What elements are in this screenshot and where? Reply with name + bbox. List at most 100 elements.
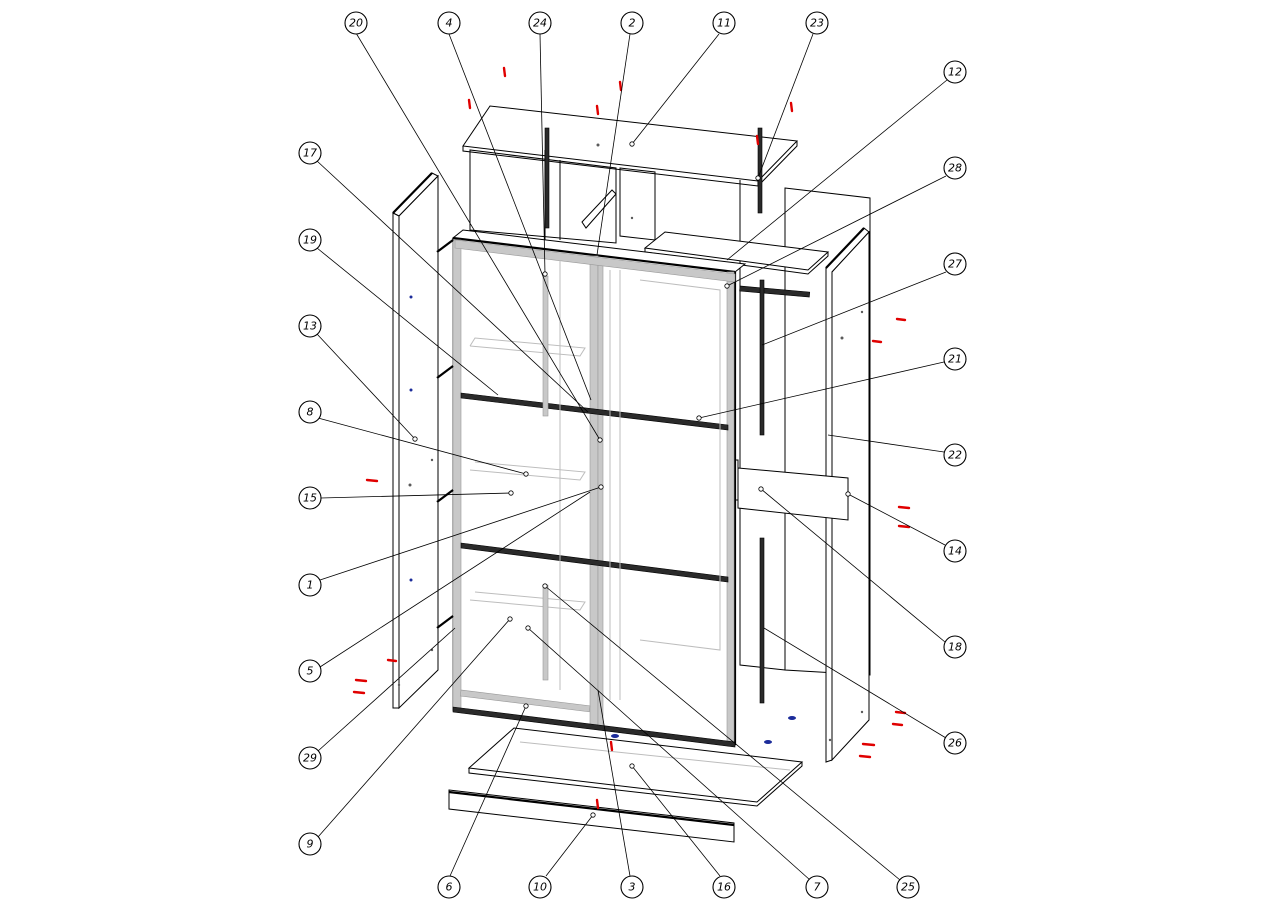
- callout-27: 27: [943, 252, 967, 276]
- drill-holes: [397, 143, 864, 742]
- hardware-fittings-blue: [409, 295, 796, 744]
- callout-circle: [620, 11, 644, 35]
- callout-4: 4: [437, 11, 461, 35]
- callout-number: 2: [629, 17, 636, 30]
- callout-number: 13: [303, 320, 317, 333]
- callout-number: 22: [948, 449, 962, 462]
- callout-number: 28: [948, 162, 962, 175]
- callout-circle: [943, 443, 967, 467]
- callout-26: 26: [943, 731, 967, 755]
- callout-17: 17: [298, 141, 322, 165]
- callout-circle: [712, 11, 736, 35]
- callout-number: 27: [948, 258, 962, 271]
- callout-circle: [298, 228, 322, 252]
- callout-number: 16: [717, 881, 731, 894]
- callout-circle: [298, 832, 322, 856]
- callout-7: 7: [805, 875, 829, 899]
- callout-number: 25: [901, 881, 915, 894]
- callout-circle: [298, 400, 322, 424]
- callout-circle: [528, 11, 552, 35]
- callout-number: 1: [307, 579, 314, 592]
- callout-circle: [805, 11, 829, 35]
- callout-circle: [437, 11, 461, 35]
- callout-circle: [437, 875, 461, 899]
- leader-lines: [316, 32, 948, 881]
- callout-number: 19: [303, 234, 317, 247]
- callout-circle: [298, 659, 322, 683]
- left-side-panel: [392, 172, 439, 710]
- callout-circle: [298, 314, 322, 338]
- callout-3: 3: [620, 875, 644, 899]
- callout-circle: [943, 635, 967, 659]
- callout-number: 7: [814, 881, 821, 894]
- top-panel: [462, 105, 799, 187]
- callout-14: 14: [943, 539, 967, 563]
- callout-circle: [943, 156, 967, 180]
- callout-number: 12: [948, 66, 962, 79]
- callout-29: 29: [298, 746, 322, 770]
- callout-number: 10: [533, 881, 547, 894]
- callout-circle: [896, 875, 920, 899]
- callout-circle: [344, 11, 368, 35]
- callout-circle: [298, 573, 322, 597]
- callout-number: 23: [810, 17, 824, 30]
- left-shelves: [436, 239, 454, 629]
- center-divider-top: [581, 189, 617, 229]
- callout-18: 18: [943, 635, 967, 659]
- callout-6: 6: [437, 875, 461, 899]
- callout-9: 9: [298, 832, 322, 856]
- callout-number: 5: [307, 665, 314, 678]
- callout-number: 11: [717, 17, 731, 30]
- callout-circle: [298, 746, 322, 770]
- callout-number: 20: [349, 17, 363, 30]
- callout-10: 10: [528, 875, 552, 899]
- callout-number: 18: [948, 641, 962, 654]
- callout-number: 21: [948, 353, 962, 366]
- callout-number: 24: [533, 17, 547, 30]
- callout-number: 26: [948, 737, 962, 750]
- callout-19: 19: [298, 228, 322, 252]
- callout-1: 1: [298, 573, 322, 597]
- callout-11: 11: [712, 11, 736, 35]
- leader-endpoints: [412, 141, 851, 818]
- callout-circle: [620, 875, 644, 899]
- hanging-rods: [544, 127, 765, 704]
- callout-16: 16: [712, 875, 736, 899]
- callout-circle: [943, 347, 967, 371]
- callout-number: 29: [303, 752, 317, 765]
- callout-number: 15: [303, 492, 317, 505]
- callout-number: 8: [307, 406, 314, 419]
- callout-number: 4: [446, 17, 453, 30]
- callout-2: 2: [620, 11, 644, 35]
- callout-23: 23: [805, 11, 829, 35]
- callouts: 20 4 24 2 11 23 12 28 27 21 22 14 18 26 …: [298, 11, 967, 899]
- callout-circle: [943, 252, 967, 276]
- callout-circle: [298, 141, 322, 165]
- front-frame: [451, 229, 747, 748]
- callout-20: 20: [344, 11, 368, 35]
- callout-number: 9: [307, 838, 314, 851]
- right-shelf: [643, 231, 830, 298]
- callout-number: 14: [948, 545, 962, 558]
- callout-number: 3: [629, 881, 636, 894]
- callout-21: 21: [943, 347, 967, 371]
- callout-circle: [943, 539, 967, 563]
- callout-25: 25: [896, 875, 920, 899]
- hardware-fittings-red: [352, 66, 911, 810]
- bottom-panel: [467, 727, 804, 807]
- callout-12: 12: [943, 60, 967, 84]
- callout-number: 17: [303, 147, 317, 160]
- callout-28: 28: [943, 156, 967, 180]
- callout-15: 15: [298, 486, 322, 510]
- callout-circle: [712, 875, 736, 899]
- callout-circle: [805, 875, 829, 899]
- callout-5: 5: [298, 659, 322, 683]
- callout-13: 13: [298, 314, 322, 338]
- callout-24: 24: [528, 11, 552, 35]
- callout-circle: [298, 486, 322, 510]
- callout-number: 6: [446, 881, 453, 894]
- right-side-panel: [825, 227, 870, 763]
- callout-22: 22: [943, 443, 967, 467]
- callout-8: 8: [298, 400, 322, 424]
